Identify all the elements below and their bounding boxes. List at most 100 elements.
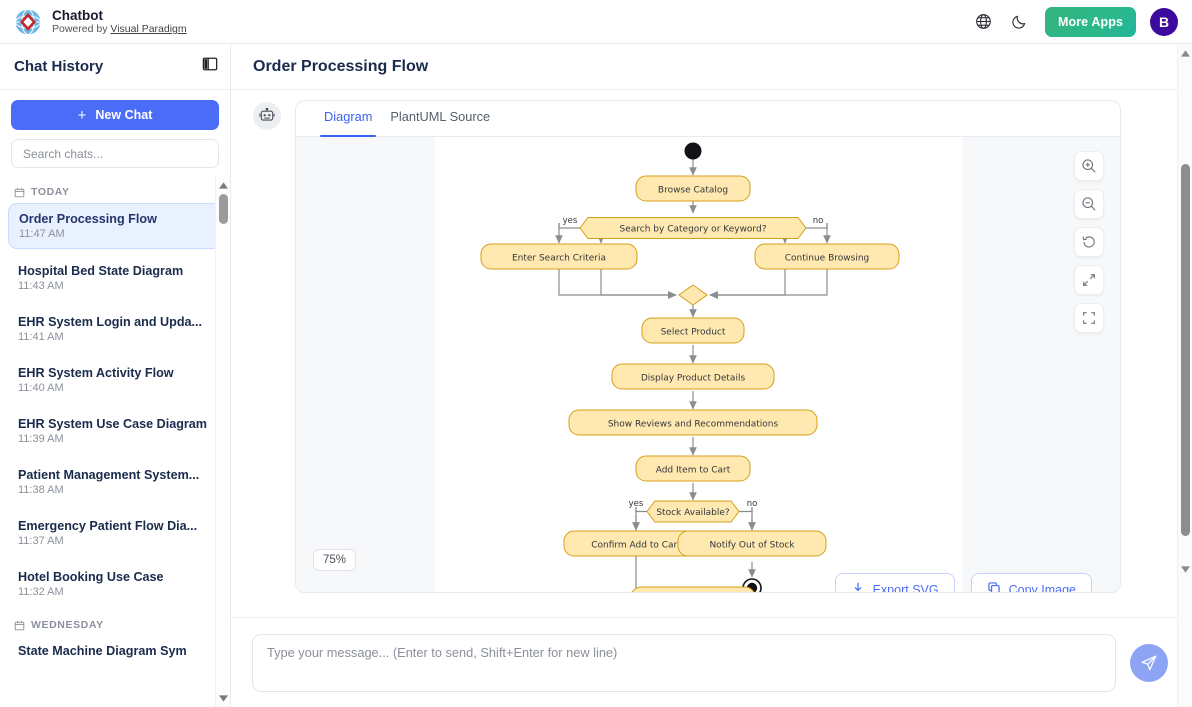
node-continue-browsing: Continue Browsing	[754, 243, 900, 270]
svg-text:Confirm Add to Cart: Confirm Add to Cart	[591, 541, 681, 551]
fit-icon[interactable]	[1074, 303, 1104, 333]
new-chat-label: New Chat	[95, 108, 153, 122]
chat-item-title: Patient Management System...	[18, 468, 200, 482]
main-header: Order Processing Flow	[231, 44, 1192, 90]
scroll-down-icon[interactable]	[1178, 562, 1192, 576]
top-bar: Chatbot Powered by Visual Paradigm More …	[0, 0, 1192, 44]
zoom-level-badge[interactable]: 75%	[313, 549, 357, 571]
card-actions: Export SVG Copy Image	[296, 573, 1120, 593]
svg-text:Add Item to Cart: Add Item to Cart	[656, 466, 731, 476]
chat-item-time: 11:39 AM	[18, 433, 64, 445]
node-browse-catalog: Browse Catalog	[635, 175, 751, 202]
svg-text:no: no	[813, 216, 824, 226]
scroll-up-icon[interactable]	[1178, 46, 1192, 60]
node-enter-search-criteria: Enter Search Criteria	[480, 243, 638, 270]
copy-image-button[interactable]: Copy Image	[970, 573, 1092, 593]
sidebar-scrollbar-thumb[interactable]	[219, 194, 228, 224]
copy-icon	[987, 581, 1001, 592]
svg-text:yes: yes	[629, 499, 644, 509]
top-bar-actions: More Apps B	[973, 6, 1192, 37]
message-area: Diagram PlantUML Source	[231, 90, 1192, 617]
globe-icon[interactable]	[973, 11, 995, 33]
export-svg-button[interactable]: Export SVG	[834, 573, 955, 593]
sidebar-actions: + New Chat	[0, 90, 230, 130]
chat-item-ehr-system-use-case-diagram[interactable]: EHR System Use Case Diagram 11:39 AM	[8, 409, 222, 453]
decision-search-by-category: Search by Category or Keyword? yes no	[563, 216, 824, 239]
chat-item-emergency-patient-flow[interactable]: Emergency Patient Flow Dia... 11:37 AM	[8, 511, 222, 555]
main-scrollbar[interactable]	[1177, 44, 1192, 707]
brand-subtitle: Powered by Visual Paradigm	[52, 23, 187, 35]
initial-node	[684, 142, 702, 160]
main-scrollbar-thumb[interactable]	[1181, 164, 1190, 536]
chat-history-scroll: TODAY Order Processing Flow 11:47 AM Hos…	[0, 176, 230, 707]
more-apps-button[interactable]: More Apps	[1044, 6, 1136, 37]
chat-item-title: EHR System Use Case Diagram	[18, 417, 207, 431]
chat-item-title: Hospital Bed State Diagram	[18, 264, 184, 278]
chat-item-time: 11:38 AM	[18, 484, 64, 496]
diagram-canvas[interactable]: Browse Catalog Search by Category or Key…	[296, 137, 1120, 592]
chat-item-state-machine-diagram-sym[interactable]: State Machine Diagram Sym	[8, 636, 222, 666]
node-apply-promo-code: Apply Promo Code	[631, 586, 755, 592]
group-label-text: TODAY	[31, 186, 70, 198]
chat-item-time: 11:41 AM	[18, 331, 64, 343]
sidebar-scrollbar[interactable]	[215, 176, 230, 707]
assistant-message-row: Diagram PlantUML Source	[231, 90, 1192, 593]
chat-item-ehr-system-activity-flow[interactable]: EHR System Activity Flow 11:40 AM	[8, 358, 222, 402]
chat-item-hospital-bed-state-diagram[interactable]: Hospital Bed State Diagram 11:43 AM	[8, 256, 222, 300]
zoom-in-icon[interactable]	[1074, 151, 1104, 181]
calendar-icon	[14, 187, 25, 197]
search-container	[0, 130, 230, 176]
diagram-card: Diagram PlantUML Source	[295, 100, 1121, 593]
chat-item-time: 11:37 AM	[18, 535, 64, 547]
powered-by-text: Powered by	[52, 23, 111, 36]
chat-item-time: 11:32 AM	[18, 586, 64, 598]
tab-diagram[interactable]: Diagram	[319, 109, 377, 137]
main-panel: Order Processing Flow Diagram P	[231, 44, 1192, 707]
scroll-up-icon[interactable]	[216, 178, 230, 192]
chat-item-hotel-booking-use-case[interactable]: Hotel Booking Use Case 11:32 AM	[8, 562, 222, 606]
reset-icon[interactable]	[1074, 227, 1104, 257]
tab-plantuml-source[interactable]: PlantUML Source	[390, 109, 491, 124]
day-group-label-wednesday: WEDNESDAY	[8, 613, 222, 636]
card-tabs: Diagram PlantUML Source	[296, 101, 1120, 137]
svg-text:Search by Category or Keyword?: Search by Category or Keyword?	[620, 225, 767, 235]
chat-item-time: 11:40 AM	[18, 382, 64, 394]
visual-paradigm-link[interactable]: Visual Paradigm	[110, 23, 187, 36]
svg-text:Enter Search Criteria: Enter Search Criteria	[512, 254, 606, 264]
panel-toggle-icon[interactable]	[202, 56, 218, 77]
expand-icon[interactable]	[1074, 265, 1104, 295]
chat-item-title: Order Processing Flow	[19, 212, 157, 226]
moon-icon[interactable]	[1009, 11, 1031, 33]
zoom-out-icon[interactable]	[1074, 189, 1104, 219]
brand: Chatbot Powered by Visual Paradigm	[0, 8, 187, 36]
svg-text:no: no	[747, 499, 758, 509]
svg-text:Browse Catalog: Browse Catalog	[658, 186, 728, 196]
decision-stock-available: Stock Available? yes no	[629, 499, 758, 523]
sidebar-header: Chat History	[0, 44, 230, 90]
chat-item-patient-management-system[interactable]: Patient Management System... 11:38 AM	[8, 460, 222, 504]
chat-item-time: 11:43 AM	[18, 280, 64, 292]
copy-image-label: Copy Image	[1008, 582, 1076, 593]
chat-item-ehr-system-login[interactable]: EHR System Login and Upda... 11:41 AM	[8, 307, 222, 351]
new-chat-button[interactable]: + New Chat	[11, 100, 219, 130]
chat-item-title: State Machine Diagram Sym	[18, 644, 187, 658]
node-select-product: Select Product	[641, 317, 745, 344]
export-svg-label: Export SVG	[872, 582, 939, 593]
message-input[interactable]	[252, 633, 1116, 692]
composer	[231, 617, 1192, 707]
node-display-product-details: Display Product Details	[611, 363, 775, 390]
group-label-text: WEDNESDAY	[31, 619, 104, 631]
sidebar: Chat History + New Chat	[0, 44, 231, 707]
sidebar-title: Chat History	[14, 58, 104, 75]
day-group-label-today: TODAY	[8, 180, 222, 203]
svg-text:Notify Out of Stock: Notify Out of Stock	[709, 541, 795, 551]
avatar[interactable]: B	[1150, 7, 1178, 36]
svg-text:Show Reviews and Recommendatio: Show Reviews and Recommendations	[608, 420, 779, 430]
send-button[interactable]	[1130, 643, 1168, 682]
search-input[interactable]	[11, 139, 219, 168]
plus-icon: +	[77, 106, 87, 124]
chat-item-time: 11:47 AM	[19, 228, 65, 240]
chat-item-title: Emergency Patient Flow Dia...	[18, 519, 198, 533]
scroll-down-icon[interactable]	[216, 691, 230, 705]
chat-item-order-processing-flow[interactable]: Order Processing Flow 11:47 AM	[8, 203, 222, 249]
